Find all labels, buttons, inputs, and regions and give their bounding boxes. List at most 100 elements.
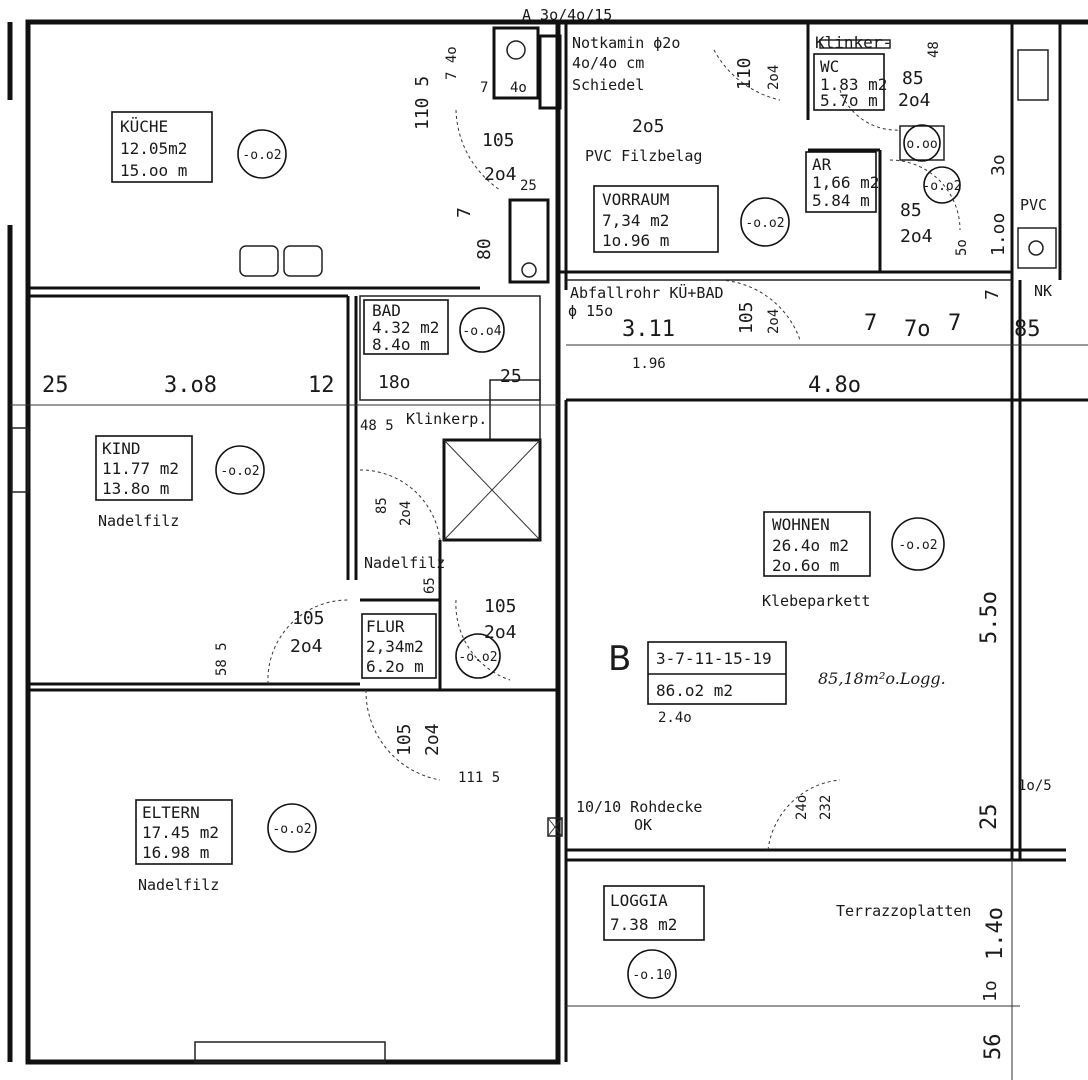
bad-room <box>359 295 541 401</box>
flur-perimeter: 6.2o m <box>366 657 424 676</box>
dim-1105: 110 5 <box>412 76 433 130</box>
bad-name: BAD <box>372 301 401 320</box>
kueche-level-badge <box>237 129 287 179</box>
loggia-name: LOGGIA <box>610 891 668 910</box>
rohdecke-line-2: OK <box>634 816 652 834</box>
walls <box>7 19 1088 1065</box>
wohnen-perimeter: 2o.6o m <box>772 556 839 575</box>
shaft-cross-b <box>443 439 541 541</box>
dim-85-bad: 85 <box>374 497 390 514</box>
loggia-level: -o.10 <box>632 968 671 983</box>
room-ar: AR 1,66 m2 5.84 m -o.o2 PVC NK <box>805 151 1052 300</box>
ar-door-swing <box>889 159 961 231</box>
pvc-drain <box>1028 240 1044 256</box>
wc-shelf <box>819 39 891 49</box>
kind-perimeter: 13.8o m <box>102 479 169 498</box>
dim-740: 7 4o <box>444 46 460 80</box>
dim-100: 1.oo <box>988 213 1009 256</box>
unit-numbers: 3-7-11-15-19 <box>656 649 772 668</box>
kind-label-box <box>95 435 193 501</box>
notes: A 3o/4o/15 Notkamin ϕ2o 4o/4o cm Schiede… <box>522 6 724 834</box>
chimney-flue <box>506 40 526 60</box>
wall-vent-cross-b <box>547 817 563 837</box>
vorraum-level: -o.o2 <box>745 216 784 231</box>
dim-204-wc: 2o4 <box>898 90 931 111</box>
dim-240: 2.4o <box>658 710 692 726</box>
kueche-name: KÜCHE <box>120 117 168 136</box>
wohnen-door-swing <box>455 599 511 681</box>
loggia-area: 7.38 m2 <box>610 915 677 934</box>
wc-area: 1.83 m2 <box>820 75 887 94</box>
wc-toilet <box>899 125 945 161</box>
dim-480: 4.8o <box>808 373 861 398</box>
dim-204-kueche: 2o4 <box>484 164 517 185</box>
flur-area: 2,34m2 <box>366 637 424 656</box>
dim-205: 2o5 <box>632 116 665 137</box>
kind-finish: Nadelfilz <box>98 512 179 530</box>
room-vorraum: PVC Filzbelag VORRAUM 7,34 m2 1o.96 m -o… <box>585 147 790 253</box>
room-bad: BAD 4.32 m2 8.4o m -o.o4 Klinkerp. <box>363 299 505 428</box>
notkamin-line-1: Notkamin ϕ2o <box>572 34 680 52</box>
room-kind: KIND 11.77 m2 13.8o m -o.o2 Nadelfilz <box>95 435 265 530</box>
wohnen-name: WOHNEN <box>772 515 830 534</box>
pvc-sink <box>1017 227 1057 269</box>
wc-perimeter: 5.7o m <box>820 91 878 110</box>
dimensions: 25 3.o8 12 18o 25 3.11 1.96 4.8o 7 7o 7 … <box>10 41 1052 1080</box>
room-wc: Klinker- WC 1.83 m2 5.7o m o.oo <box>813 33 941 162</box>
dim-48: 48 <box>926 41 942 58</box>
wc-level-badge <box>903 124 941 162</box>
wc-name: WC <box>820 57 839 76</box>
flur-name: FLUR <box>366 617 405 636</box>
unit-box <box>647 641 787 705</box>
eltern-name: ELTERN <box>142 803 200 822</box>
loggia-level-badge <box>627 949 677 999</box>
eltern-label-box <box>135 799 233 865</box>
dim-50: 5o <box>954 239 970 256</box>
dim-204-flur: 2o4 <box>484 622 517 643</box>
dim-105-kueche: 105 <box>482 130 515 151</box>
vorraum-level-badge <box>740 197 790 247</box>
dim-196: 1.96 <box>632 356 666 372</box>
eltern-area: 17.45 m2 <box>142 823 219 842</box>
flur-finish: Nadelfilz <box>364 554 445 572</box>
door-swings <box>267 49 961 851</box>
bad-level-badge <box>459 307 505 353</box>
wohnen-level-badge <box>891 517 945 571</box>
dim-7-chimney: 7 <box>480 80 488 96</box>
dim-105-kind: 105 <box>292 608 325 629</box>
eltern-perimeter: 16.98 m <box>142 843 209 862</box>
wc-finish: Klinker- <box>815 33 892 52</box>
dim-30: 3o <box>988 154 1009 176</box>
bad-shower <box>489 379 541 441</box>
wohnen-label-box <box>763 511 871 577</box>
dim-204-vorraum: 2o4 <box>766 309 782 334</box>
dim-204-bad: 2o4 <box>398 501 414 526</box>
eltern-level: -o.o2 <box>272 822 311 837</box>
dim-25: 25 <box>42 373 69 398</box>
kueche-level: -o.o2 <box>242 148 281 163</box>
kind-window <box>11 427 29 493</box>
bad-door-swing <box>359 469 441 541</box>
abfallrohr-line-2: ϕ 15o <box>568 302 613 320</box>
rohdecke-line-1: 10/10 Rohdecke <box>576 798 702 816</box>
wohnen-level: -o.o2 <box>898 538 937 553</box>
vorraum-label-box <box>593 185 719 253</box>
wc-level: o.oo <box>906 137 937 152</box>
eltern-level-badge <box>267 803 317 853</box>
vorraum-area: 7,34 m2 <box>602 211 669 230</box>
room-wohnen: WOHNEN 26.4o m2 2o.6o m -o.o2 Klebeparke… <box>762 511 945 610</box>
flur-label-box <box>361 613 437 679</box>
dim-40-chimney: 4o <box>510 80 527 96</box>
kind-level-badge <box>215 445 265 495</box>
dim-25b: 25 <box>500 366 522 387</box>
eltern-door-swing <box>365 689 441 781</box>
unit-letter: B <box>608 639 631 679</box>
dim-204-entry: 2o4 <box>766 65 782 90</box>
dim-12: 12 <box>308 373 335 398</box>
eltern-finish: Nadelfilz <box>138 876 219 894</box>
ar-level-badge <box>923 166 961 204</box>
dim-80: 80 <box>474 238 495 260</box>
ar-name: AR <box>812 155 832 174</box>
dim-240-loggia: 24o <box>794 795 810 820</box>
dim-65: 65 <box>422 577 438 594</box>
